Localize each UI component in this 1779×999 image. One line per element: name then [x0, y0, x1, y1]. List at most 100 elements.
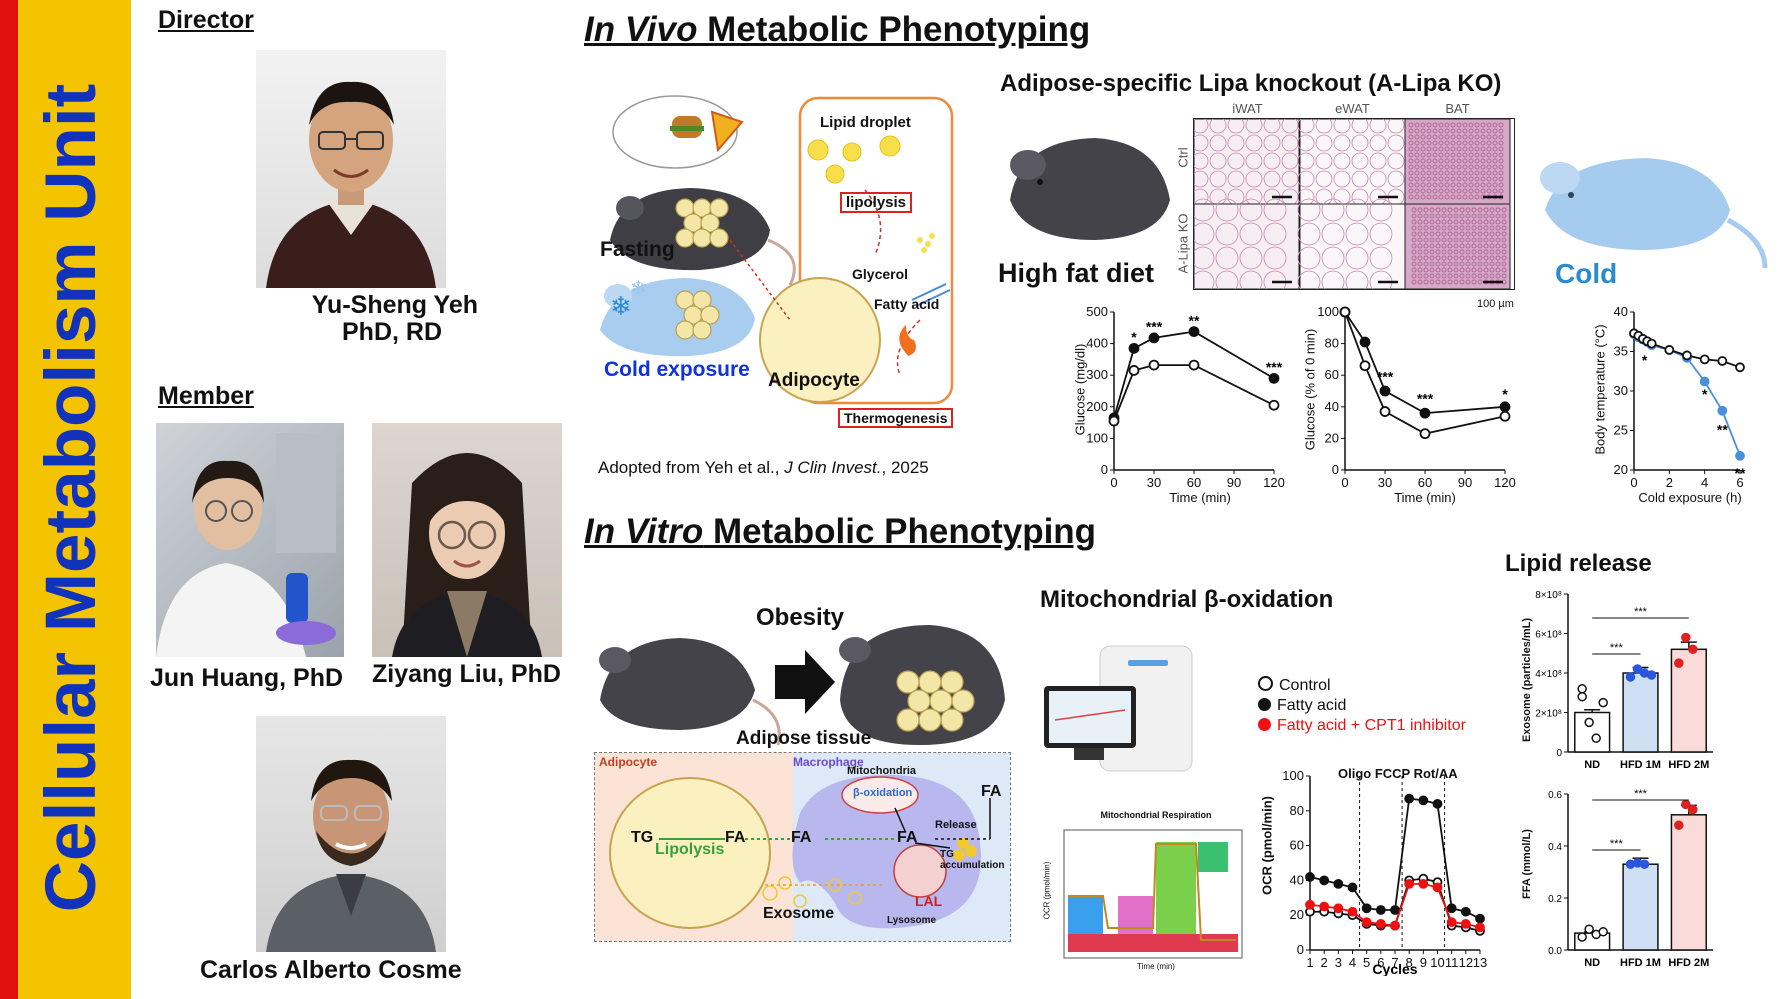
histology-cell — [1297, 270, 1321, 289]
histology-cell — [1477, 267, 1483, 273]
histology-cell — [1441, 219, 1447, 225]
histology-cell — [1498, 152, 1504, 158]
histology-cell — [1447, 225, 1453, 231]
histology-cell — [1411, 255, 1417, 261]
histology-cell — [1438, 164, 1444, 170]
x-tick-label: 6 — [1736, 475, 1743, 490]
x-tick-label: 0 — [1630, 475, 1637, 490]
histology-cell — [1447, 231, 1453, 237]
histology-cell — [1453, 207, 1459, 213]
snowflake-icon: ❄ — [610, 291, 632, 321]
histology-col-bat: BAT — [1445, 101, 1470, 116]
histology-cell — [1495, 255, 1501, 261]
histology-cell — [1447, 243, 1453, 249]
invivo-heading-italic: In Vivo — [584, 10, 698, 49]
histology-cell — [1486, 146, 1492, 152]
histology-cell — [1441, 231, 1447, 237]
histology-cell — [1215, 198, 1239, 222]
histology-cell — [1414, 134, 1420, 140]
histology-cell — [1471, 273, 1477, 279]
histology-cell — [1417, 225, 1423, 231]
lipid-release-title: Lipid release — [1505, 550, 1652, 577]
histology-cell — [1408, 134, 1414, 140]
histology-cell — [1495, 261, 1501, 267]
histology-cell — [1450, 128, 1456, 134]
histology-cell — [1444, 152, 1450, 158]
histology-cell — [1438, 152, 1444, 158]
director-photo — [256, 50, 446, 288]
histology-cell — [1423, 255, 1429, 261]
histology-cell — [1297, 198, 1321, 222]
histology-cell — [1489, 213, 1495, 219]
member-heading: Member — [158, 382, 254, 410]
histology-cell — [1333, 134, 1351, 152]
histology-cell — [1459, 225, 1465, 231]
histology-cell — [1474, 134, 1480, 140]
fat-pad-dark-mouse — [675, 198, 729, 248]
histology-cell — [1450, 170, 1456, 176]
category-label: HFD 1M — [1620, 957, 1661, 969]
histology-cell — [1453, 273, 1459, 279]
label-adipose-tissue: Adipose tissue — [736, 728, 872, 749]
histology-cell — [1408, 122, 1414, 128]
histology-cell — [1456, 128, 1462, 134]
x-tick-label: 11 — [1445, 955, 1459, 970]
histology-cell — [1438, 122, 1444, 128]
histology-cell — [1408, 152, 1414, 158]
label-fa-2: FA — [791, 829, 812, 846]
data-point — [1632, 664, 1643, 674]
histology-cell — [1495, 243, 1501, 249]
histology-cell — [1447, 237, 1453, 243]
category-label: ND — [1584, 957, 1600, 969]
histology-cell — [1456, 146, 1462, 152]
histology-cell — [1423, 225, 1429, 231]
data-point — [1359, 360, 1371, 372]
histology-cell — [1387, 152, 1405, 170]
histology-cell — [1411, 219, 1417, 225]
histology-cell — [1408, 170, 1414, 176]
histology-cell — [1414, 158, 1420, 164]
data-point — [1699, 354, 1710, 365]
ocr-ylabel: OCR (pmol/min) — [1259, 796, 1275, 895]
histology-cell — [1417, 237, 1423, 243]
data-point — [1390, 905, 1400, 915]
y-tick-label: 40 — [1614, 304, 1628, 319]
director-credentials: PhD, RD — [342, 318, 442, 346]
histology-cell — [1215, 270, 1239, 289]
data-point — [1499, 410, 1511, 422]
histology-cell — [1501, 225, 1507, 231]
histology-cell — [1477, 219, 1483, 225]
histology-cell — [1456, 182, 1462, 188]
data-point — [1361, 903, 1372, 914]
data-point — [1188, 359, 1200, 371]
data-point — [1598, 697, 1608, 708]
histology-cell — [1450, 158, 1456, 164]
y-tick-label: 80 — [1325, 336, 1339, 351]
label-mitochondria: Mitochondria — [847, 765, 917, 777]
member-name-carlos-cosme: Carlos Alberto Cosme — [200, 956, 462, 984]
data-point — [1681, 799, 1691, 810]
histology-cell — [1194, 152, 1209, 170]
label-lal: LAL — [915, 893, 943, 909]
histology-cell — [1456, 140, 1462, 146]
histology-cell — [1450, 146, 1456, 152]
data-point — [1379, 385, 1391, 397]
histology-cell — [1489, 237, 1495, 243]
histology-cell — [1456, 164, 1462, 170]
y-tick-label: 20 — [1614, 462, 1628, 477]
x-tick-label: 0 — [1341, 475, 1348, 490]
histology-cell — [1435, 255, 1441, 261]
histology-cell — [1450, 182, 1456, 188]
histology-cell — [1444, 164, 1450, 170]
histology-cell — [1492, 188, 1498, 194]
histology-cell — [1477, 237, 1483, 243]
y-tick-label: 60 — [1290, 838, 1304, 853]
histology-row-ko: A-Lipa KO — [1175, 213, 1191, 274]
histology-cell — [1459, 237, 1465, 243]
data-point — [1419, 428, 1431, 440]
histology-cell — [1408, 194, 1414, 200]
histology-cell — [1486, 134, 1492, 140]
label-fa-1: FA — [725, 829, 746, 846]
histology-cell — [1483, 243, 1489, 249]
histology-cell — [1495, 219, 1501, 225]
